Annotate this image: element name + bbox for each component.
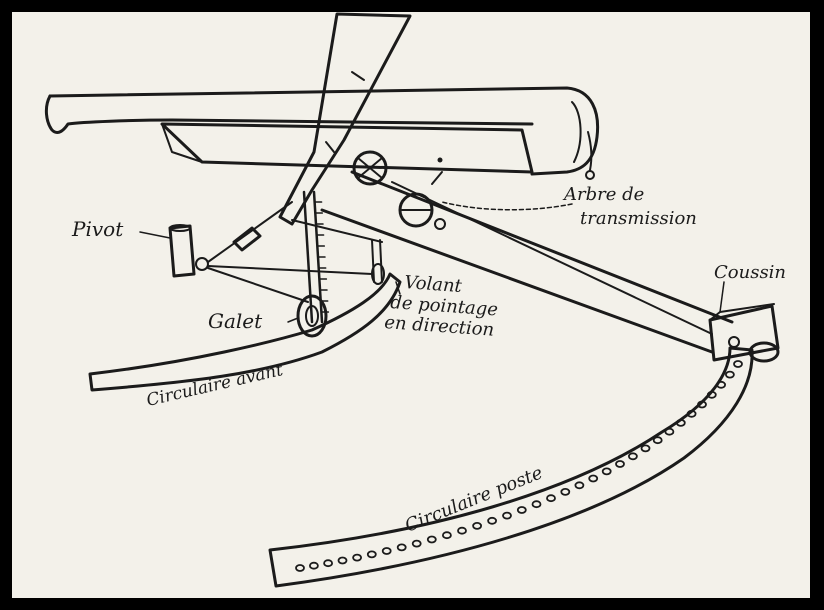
rear-arc-hole: [574, 481, 585, 490]
rear-arc-hole: [697, 400, 707, 409]
rear-arc-hole: [601, 467, 612, 476]
label-pivot: Pivot: [71, 217, 124, 241]
rear-arc-hole: [640, 444, 651, 453]
rear-arc-hole: [716, 380, 726, 389]
label-circulaire-avant: Circulaire avant: [145, 360, 285, 411]
transmission-handwheels: [352, 150, 446, 230]
trail-beam: [320, 170, 734, 354]
label-volant-line1: Volant: [404, 272, 464, 297]
rear-arc-hole: [675, 418, 686, 427]
rear-arc-hole: [516, 506, 527, 514]
pivot-assembly: [168, 201, 385, 303]
rear-arc-hole: [295, 564, 305, 572]
rear-arc-hole: [628, 452, 638, 461]
galet-roller: [296, 294, 328, 338]
rear-arc-hole: [308, 561, 319, 570]
label-arbre-line1: Arbre de: [562, 184, 644, 205]
diagram-paper: Pivot Galet Volant de pointage en direct…: [12, 12, 810, 598]
label-galet: Galet: [208, 309, 263, 333]
gun-cradle: [160, 122, 534, 174]
rear-arc-hole: [396, 543, 407, 552]
elevation-arm: [278, 12, 412, 226]
rear-arc-hole: [502, 511, 512, 520]
rear-arc-hole: [560, 487, 571, 496]
rear-arc-hole: [706, 390, 717, 399]
rear-arc-hole: [652, 436, 663, 445]
rear-arc-hole: [426, 535, 437, 544]
rear-arc-hole: [531, 500, 542, 509]
rear-arc-hole: [588, 474, 599, 483]
rear-arc-hole: [323, 559, 334, 568]
rear-arc-hole: [366, 550, 377, 559]
rear-arc-hole: [546, 494, 556, 503]
gun-barrel: [44, 86, 600, 180]
label-coussin: Coussin: [714, 262, 786, 283]
rear-arc-hole: [686, 409, 697, 418]
rear-arc-hole: [487, 516, 498, 525]
rear-arc-hole: [615, 460, 625, 468]
rear-arc-hole: [457, 526, 467, 535]
rear-arc-hole: [725, 370, 735, 379]
leader-lines: [139, 201, 725, 323]
rear-arc-hole: [733, 360, 743, 368]
rear-arc-hole: [337, 556, 348, 565]
label-arbre-line2: transmission: [580, 208, 697, 229]
rear-arc-hole: [664, 427, 675, 436]
rear-arc-hole: [411, 539, 422, 548]
rear-arc-hole: [352, 553, 363, 562]
gun-mount-diagram: Pivot Galet Volant de pointage en direct…: [44, 12, 786, 588]
rear-arc-hole: [441, 531, 452, 540]
rear-arc-hole: [381, 547, 392, 555]
rear-arc: [268, 346, 754, 588]
rear-arc-hole: [472, 522, 483, 530]
front-arc: [88, 272, 402, 392]
